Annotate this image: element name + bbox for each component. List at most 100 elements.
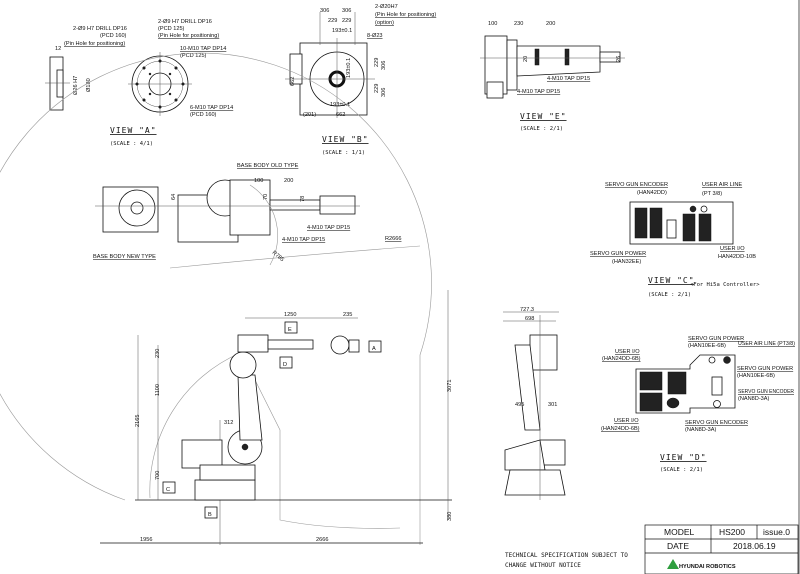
drawing-line xyxy=(142,66,146,70)
dim-230: 230 xyxy=(514,21,523,27)
upper-arm xyxy=(267,339,314,350)
air-line-type: (PT 3/8) xyxy=(702,191,722,197)
dim-495: 495 xyxy=(515,402,524,408)
marker-letter: D xyxy=(283,362,287,368)
encoder-connector xyxy=(682,213,696,242)
io-type: HAN42DD-10B xyxy=(718,254,756,260)
dim-64: 64 xyxy=(171,194,177,200)
dim-301: 301 xyxy=(548,402,557,408)
pin-option: (option) xyxy=(375,20,394,26)
power-connector-b xyxy=(649,207,663,239)
dim-12: 12 xyxy=(55,46,61,52)
dim-201: (201) xyxy=(303,112,316,118)
dim-26: Ø26 H7 xyxy=(73,76,79,95)
dim-200: 200 xyxy=(284,178,293,184)
tap-6-label: 6-M10 TAP DP14 xyxy=(190,105,233,111)
encoder-a-type: (NAN8D-3A) xyxy=(685,427,717,433)
tap-6-pcd: (PCD 160) xyxy=(190,112,217,118)
dim-229-top-left: 229 xyxy=(328,18,337,24)
dim-1100: 1100 xyxy=(155,384,161,396)
joint-3 xyxy=(229,351,257,379)
drawing-line xyxy=(529,334,558,371)
io-bottom-type: (HAN24DD-6B) xyxy=(601,426,640,432)
drawing-line xyxy=(644,524,799,574)
tap-10-label: 10-M10 TAP DP14 xyxy=(180,46,226,52)
marker-letter: B xyxy=(208,512,212,518)
model-value: HS200 xyxy=(719,527,745,537)
radius-2666: R2666 xyxy=(385,236,401,242)
hyundai-logo-icon xyxy=(667,559,679,569)
drawing-line xyxy=(486,81,504,99)
drill-160-pin-note: (Pin Hole for positioning) xyxy=(64,41,125,47)
drawing-line xyxy=(229,179,271,236)
tap-label-a: 4-M10 TAP DP15 xyxy=(307,225,350,231)
tap-label-b: 4-M10 TAP DP15 xyxy=(517,89,560,95)
dim-662-horizontal: 662 xyxy=(336,112,345,118)
dim-193-inner: 193±0.1 xyxy=(346,58,352,78)
title-block: MODEL HS200 issue.0 DATE 2018.06.19 HYUN… xyxy=(644,524,799,574)
power-connector xyxy=(667,371,687,395)
drawing-line xyxy=(723,356,731,364)
model-label: MODEL xyxy=(664,527,695,537)
drawing-line xyxy=(169,245,421,269)
dim-2666: 2666 xyxy=(316,537,328,543)
view-c-scale: (SCALE : 2/1) xyxy=(648,292,691,298)
drawing-line xyxy=(168,72,172,76)
dim-700: 700 xyxy=(155,471,161,480)
power-a-type: (HAN10EE-6B) xyxy=(688,343,726,349)
drawing-line xyxy=(368,340,382,353)
drawing-line xyxy=(711,376,723,396)
drawing-line xyxy=(142,98,146,102)
marker-b: B xyxy=(204,506,218,519)
dim-230: 230 xyxy=(155,349,161,358)
tap-label-a: 4-M10 TAP DP15 xyxy=(547,76,590,82)
drawing-line xyxy=(204,506,218,519)
marker-letter: A xyxy=(372,346,376,352)
tap-label-b: 4-M10 TAP DP15 xyxy=(282,237,325,243)
marker-a: A xyxy=(368,340,382,353)
marker-letter: C xyxy=(166,487,170,493)
drawing-line xyxy=(130,201,144,215)
dim-180: Ø180 xyxy=(86,78,92,92)
robot-motor xyxy=(181,439,223,469)
drawing-line xyxy=(666,397,680,409)
dim-306-right-top: 306 xyxy=(381,61,387,70)
io-connector-top xyxy=(639,371,663,391)
drill-125-pin-note: (Pin Hole for positioning) xyxy=(158,33,219,39)
wrist xyxy=(330,335,350,355)
drawing-line xyxy=(199,464,256,481)
view-b: 306 306 229 229 193±0.1 8-Ø23 2-Ø20H7 (P… xyxy=(285,4,436,156)
base-new-type-label: BASE BODY NEW TYPE xyxy=(93,254,156,260)
marker-letter: E xyxy=(288,327,292,333)
drawing-line xyxy=(319,195,356,215)
power-label: SERVO GUN POWER xyxy=(590,251,646,257)
drawing-line xyxy=(516,45,601,77)
view-e-title: VIEW "E" xyxy=(520,112,567,121)
issue-value: issue.0 xyxy=(763,527,790,537)
rear-base xyxy=(504,469,566,496)
view-b-title: VIEW "B" xyxy=(322,135,369,144)
dim-193-bottom: 193±0.1 xyxy=(330,102,350,108)
dim-193-top: 193±0.1 xyxy=(332,28,352,34)
drill-160-pcd: (PCD 160) xyxy=(100,33,127,39)
power-b-type: (HAN10EE-6B) xyxy=(737,373,775,379)
dim-200: 200 xyxy=(546,21,555,27)
work-envelope-inner xyxy=(149,352,401,529)
view-c-title: VIEW "C" xyxy=(648,276,695,285)
notice-line-2: CHANGE WITHOUT NOTICE xyxy=(505,562,581,569)
drawing-line xyxy=(708,356,716,364)
date-label: DATE xyxy=(667,541,689,551)
view-c: SERVO GUN ENCODER (HAN42DD) USER AIR LIN… xyxy=(590,182,760,298)
dim-1250: 1250 xyxy=(284,312,296,318)
io-bottom-label: USER I/O xyxy=(614,418,639,424)
io-connector-bottom xyxy=(639,392,663,412)
drawing-line xyxy=(348,339,360,353)
marker-e: E xyxy=(284,321,298,334)
holes-label: 8-Ø23 xyxy=(367,33,383,39)
dim-312: 312 xyxy=(224,420,233,426)
dim-26: 26 xyxy=(616,56,622,62)
drawing-line xyxy=(666,219,677,239)
drawing-line xyxy=(700,205,708,213)
view-d: USER I/O (HAN24DD-6B) SERVO GUN POWER (H… xyxy=(601,336,795,473)
